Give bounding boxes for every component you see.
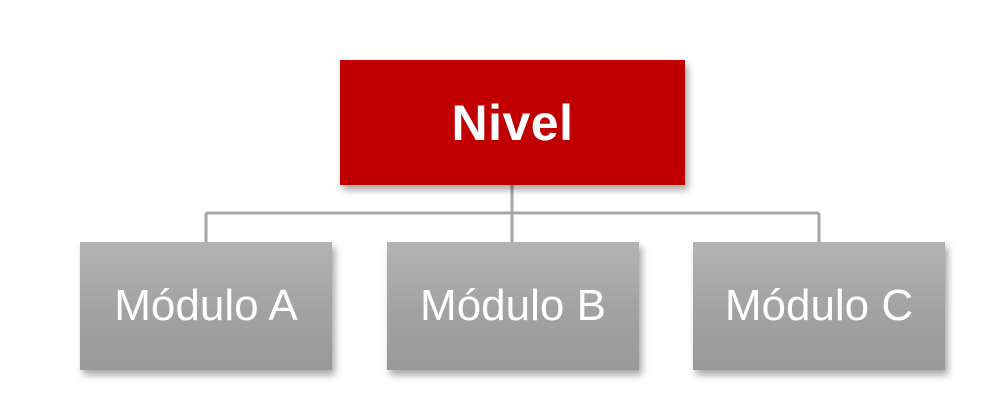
child-node-label: Módulo C [724, 281, 914, 330]
child-node-modulo-b: Módulo B [387, 242, 639, 370]
child-node-modulo-a: Módulo A [80, 242, 332, 370]
child-node-label: Módulo A [114, 281, 298, 330]
root-node-label: Nivel [451, 94, 574, 151]
child-node-modulo-c: Módulo C [693, 242, 945, 370]
child-node-label: Módulo B [420, 281, 606, 330]
root-node-nivel: Nivel [340, 60, 685, 185]
